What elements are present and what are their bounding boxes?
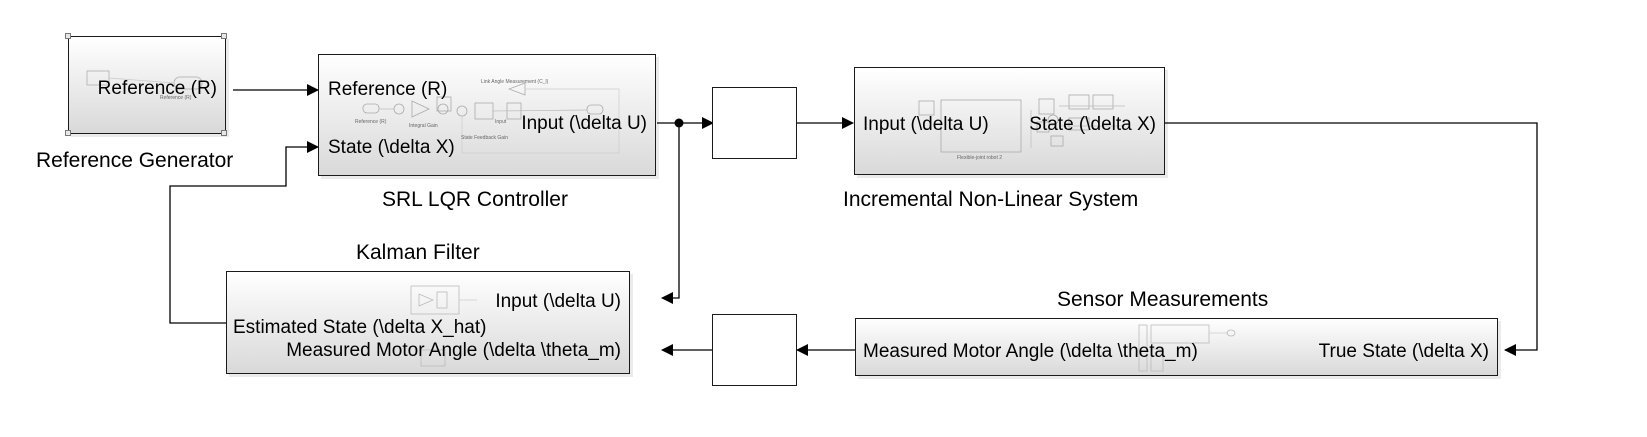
plant-block[interactable]: Flexible-joint robot 2 Input (\delta U) … [854,67,1165,175]
plant-label: Incremental Non-Linear System [843,188,1139,211]
kalman-filter-block[interactable]: Input (\delta U) Estimated State (\delta… [226,271,630,374]
plant-inner-label: Flexible-joint robot 2 [957,155,1003,161]
selection-handle[interactable] [221,33,227,39]
inner-label: State Feedback Gain [461,135,508,141]
reference-generator-block[interactable]: Reference (R) Reference (R) [68,36,226,134]
inner-label: Integral Gain [409,123,438,129]
port-reference-in: Reference (R) [328,79,448,100]
selection-handle[interactable] [221,130,227,136]
port-measured-angle-in: Measured Motor Angle (\delta \theta_m) [286,340,621,361]
port-true-state-in: True State (\delta X) [1318,341,1489,362]
controller-label: SRL LQR Controller [382,188,568,211]
selection-handle[interactable] [65,33,71,39]
port-state-in: State (\delta X) [328,137,455,158]
port-reference-out: Reference (R) [97,78,217,99]
kalman-label: Kalman Filter [356,241,480,264]
wire-state-to-sensor [1165,122,1538,356]
port-measured-angle-out: Measured Motor Angle (\delta \theta_m) [863,341,1198,362]
port-plant-state: State (\delta X) [1029,114,1156,135]
port-input-out: Input (\delta U) [521,113,647,134]
port-kalman-input: Input (\delta U) [495,291,621,312]
port-plant-input: Input (\delta U) [863,114,989,135]
selection-handle[interactable] [65,130,71,136]
zero-order-hold-block[interactable] [712,87,797,159]
zero-order-hold-block[interactable] [712,314,797,386]
reference-generator-inner-label: Reference (R) [160,95,192,101]
port-estimated-state-out: Estimated State (\delta X_hat) [233,317,487,338]
controller-block[interactable]: Link Angle Measurement (C_l) Reference (… [318,54,656,176]
sensor-measurements-block[interactable]: Measured Motor Angle (\delta \theta_m) T… [855,318,1498,376]
reference-generator-label: Reference Generator [36,149,234,172]
wire-estimated-state [169,141,319,324]
inner-label: Input [495,119,507,125]
inner-label: Reference (R) [355,119,387,125]
sensor-label: Sensor Measurements [1057,288,1269,311]
inner-label: Link Angle Measurement (C_l) [481,79,549,85]
wire-input-to-kalman [661,123,680,304]
